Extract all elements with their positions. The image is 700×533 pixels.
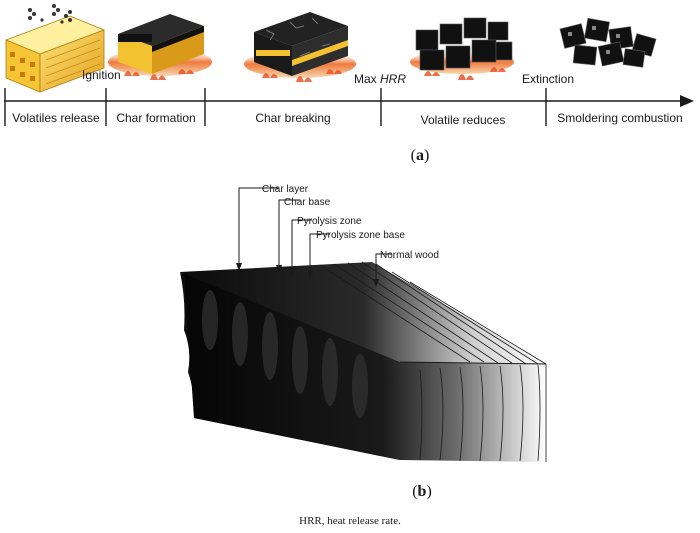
layer-label-char-base: Char base (284, 197, 331, 208)
callout-pyrolysis-base (309, 233, 330, 274)
layer-label-pyrolysis-zone: Pyrolysis zone (297, 216, 362, 227)
event-ignition: Ignition (82, 68, 121, 82)
volatiles-icon (28, 4, 72, 24)
callout-char-base (278, 199, 300, 268)
stage-label-char-formation: Char formation (116, 111, 195, 125)
stage-label-volatile-reduces: Volatile reduces (421, 113, 506, 127)
char-formation-illustration (108, 14, 212, 80)
layer-label-normal-wood: Normal wood (380, 250, 439, 261)
layer-label-pyrolysis-zone-base: Pyrolysis zone base (316, 230, 405, 241)
figure-caption: HRR, heat release rate. (299, 515, 401, 527)
timeline: Ignition Max HRR Extinction Volatiles re… (4, 68, 694, 127)
flame-icon (124, 69, 194, 80)
wood-section-illustration (180, 261, 547, 462)
layer-label-char-layer: Char layer (262, 184, 309, 195)
event-max-hrr: Max HRR (354, 72, 406, 86)
top-face (180, 262, 546, 364)
callout-pyrolysis-zone (291, 219, 312, 270)
stage-illustrations (4, 4, 657, 93)
wood-block-illustration (4, 4, 106, 93)
arrowhead-icon (373, 279, 379, 287)
smoldering-illustration (559, 17, 657, 68)
event-extinction: Extinction (522, 72, 574, 86)
arrowhead-icon (289, 267, 295, 275)
stage-label-char-breaking: Char breaking (255, 111, 330, 125)
timeline-arrow-icon (680, 95, 694, 107)
callout-normal-wood (375, 253, 392, 282)
panel-label-b: (b) (412, 483, 432, 500)
stage-label-smoldering-combustion: Smoldering combustion (557, 111, 682, 125)
stage-label-volatiles-release: Volatiles release (12, 111, 100, 125)
panel-label-a: (a) (411, 147, 430, 164)
callout-char-layer (238, 187, 278, 266)
char-breaking-illustration (244, 12, 356, 82)
layer-callouts (238, 187, 392, 282)
volatile-reduces-illustration (410, 17, 514, 80)
arrowhead-icon (307, 271, 313, 279)
arrowhead-icon (236, 263, 242, 271)
arrowhead-icon (276, 265, 282, 273)
